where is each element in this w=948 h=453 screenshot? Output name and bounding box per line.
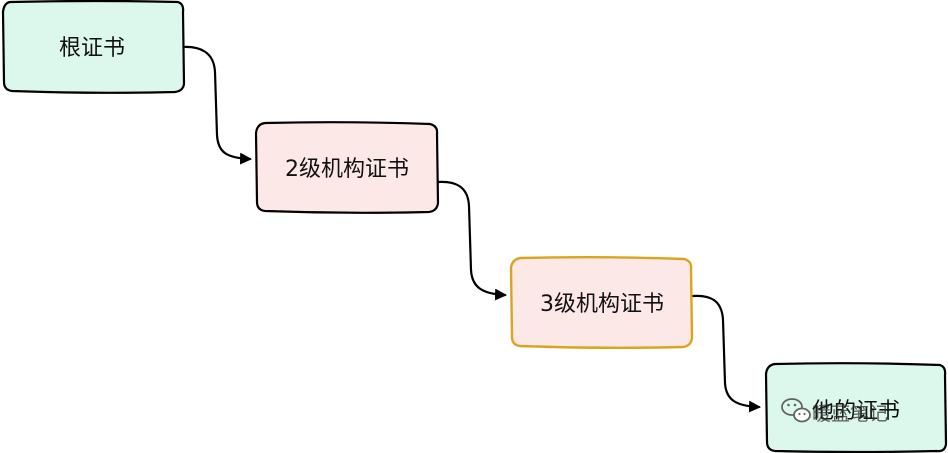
node-level3-label: 3级机构证书 <box>540 292 664 317</box>
watermark: 暖蓝笔记 <box>781 398 888 425</box>
node-leaf-certificate: 他的证书 <box>764 362 948 453</box>
node-level2-box <box>254 121 440 214</box>
node-level3-box <box>509 256 694 349</box>
wechat-icon <box>781 398 811 423</box>
node-leaf-box <box>764 362 948 453</box>
edge-level2-to-level3 <box>436 180 507 301</box>
node-root-box <box>1 0 186 94</box>
edge-level3-to-leaf <box>691 294 761 413</box>
node-level2-label: 2级机构证书 <box>285 157 409 182</box>
node-root-label: 根证书 <box>59 36 125 61</box>
node-level3-certificate: 3级机构证书 <box>509 256 694 349</box>
watermark-text: 暖蓝笔记 <box>812 403 888 425</box>
edge-root-to-level2 <box>180 45 252 165</box>
node-level2-certificate: 2级机构证书 <box>254 121 440 214</box>
node-root-certificate: 根证书 <box>1 0 186 94</box>
node-leaf-label: 他的证书 <box>812 399 900 424</box>
